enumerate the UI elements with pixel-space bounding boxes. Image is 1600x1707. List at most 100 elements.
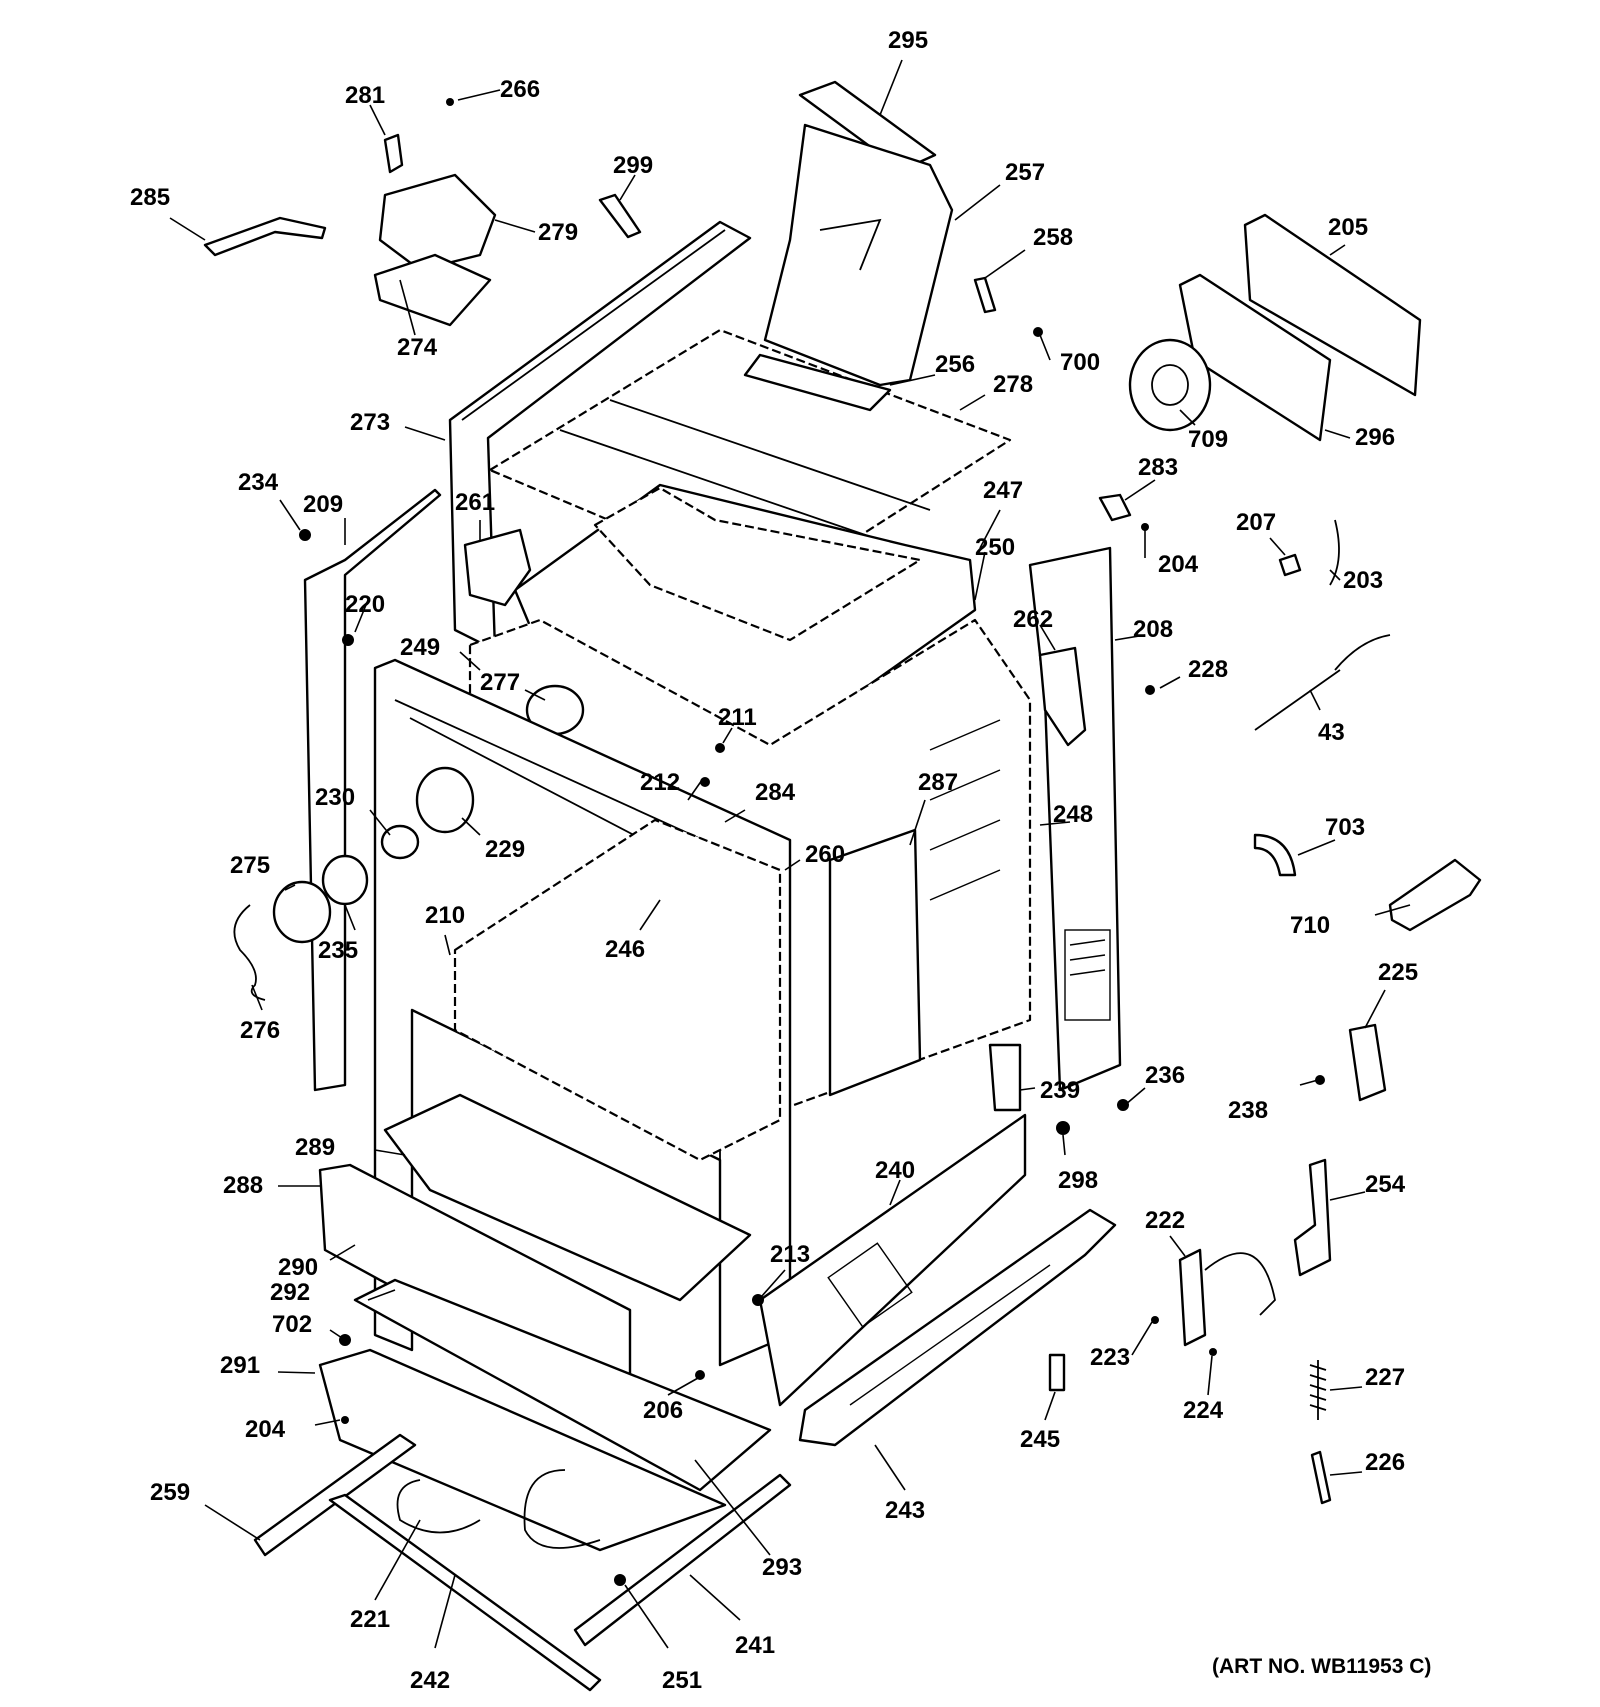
part-204-screw-b (341, 1416, 349, 1424)
callout-210: 210 (425, 902, 465, 929)
part-257-flue-duct (763, 123, 954, 387)
part-236-clip (1117, 1099, 1129, 1111)
part-710-bracket (1388, 858, 1482, 932)
callout-204a: 204 (1158, 551, 1199, 578)
callout-262: 262 (1013, 606, 1053, 633)
part-205-cover (1243, 213, 1422, 397)
callout-258: 258 (1033, 224, 1073, 251)
callout-238: 238 (1228, 1097, 1268, 1124)
callout-250: 250 (975, 534, 1015, 561)
callout-279: 279 (538, 219, 578, 246)
part-223-screw (1151, 1316, 1159, 1324)
part-222-hinge (1178, 1248, 1207, 1347)
callout-234: 234 (238, 469, 279, 496)
callout-245: 245 (1020, 1426, 1060, 1453)
callout-226: 226 (1365, 1449, 1405, 1476)
callout-295: 295 (888, 27, 928, 54)
part-240-back-panel (758, 1113, 1027, 1407)
callout-287: 287 (918, 769, 958, 796)
callout-230: 230 (315, 784, 355, 811)
callout-259: 259 (150, 1479, 190, 1506)
callout-292: 292 (270, 1279, 310, 1306)
callout-289: 289 (295, 1134, 335, 1161)
callout-257: 257 (1005, 159, 1045, 186)
callout-276: 276 (240, 1017, 280, 1044)
callout-227: 227 (1365, 1364, 1405, 1391)
part-275-lens (272, 880, 332, 944)
callout-labels: 295 266 281 299 257 285 279 258 205 274 … (130, 27, 1431, 1694)
part-285-bracket (203, 216, 327, 257)
callout-293: 293 (762, 1554, 802, 1581)
part-292-drawer-bottom (353, 1278, 772, 1492)
callout-221: 221 (350, 1606, 390, 1633)
callout-256: 256 (935, 351, 975, 378)
callout-248: 248 (1053, 801, 1093, 828)
callout-236: 236 (1145, 1062, 1185, 1089)
callout-254: 254 (1365, 1171, 1406, 1198)
callout-299: 299 (613, 152, 653, 179)
part-220-clip (342, 634, 354, 646)
callout-290: 290 (278, 1254, 318, 1281)
part-203-wire (1329, 519, 1340, 586)
callout-203: 203 (1343, 567, 1383, 594)
part-239-bracket (988, 1043, 1022, 1112)
leader-lines (169, 59, 1411, 1649)
callout-275: 275 (230, 852, 270, 879)
part-703-shield (1253, 833, 1297, 877)
part-259-slide-rail (253, 1433, 417, 1557)
callout-204b: 204 (245, 1416, 286, 1443)
callout-702: 702 (272, 1311, 312, 1338)
part-299-pin (598, 193, 642, 239)
callout-274: 274 (397, 334, 438, 361)
callout-266: 266 (500, 76, 540, 103)
part-709-flange (1128, 338, 1212, 432)
part-262-insulation (1038, 646, 1087, 747)
part-287-side-panel (828, 828, 922, 1097)
callout-229: 229 (485, 836, 525, 863)
part-230-socket (380, 824, 420, 860)
part-283-clip (1098, 493, 1132, 522)
callout-241: 241 (735, 1632, 775, 1659)
part-212-clip (700, 777, 710, 787)
part-298-clip (1056, 1121, 1070, 1135)
part-225-bracket (1348, 1023, 1387, 1102)
part-700-clip (1033, 327, 1043, 337)
art-number: (ART NO. WB11953 C) (1212, 1655, 1431, 1678)
part-279-valve (378, 173, 497, 272)
part-247-cutout (593, 486, 922, 642)
callout-283: 283 (1138, 454, 1178, 481)
callout-298: 298 (1058, 1167, 1098, 1194)
part-273-top-panel (448, 220, 752, 652)
part-243-burner-box (798, 1208, 1117, 1447)
part-213-clip (752, 1294, 764, 1306)
callout-260: 260 (805, 841, 845, 868)
callout-243: 243 (885, 1497, 925, 1524)
callout-278: 278 (993, 371, 1033, 398)
part-258-clip (973, 276, 997, 314)
part-702-nut (339, 1334, 351, 1346)
part-43-sensor (1254, 634, 1391, 731)
part-207-connector (1278, 553, 1302, 577)
part-254-hinge (1293, 1158, 1332, 1277)
callout-235: 235 (318, 937, 358, 964)
part-293-drawer-liner (318, 1348, 727, 1552)
callout-700: 700 (1060, 349, 1100, 376)
callout-225: 225 (1378, 959, 1418, 986)
part-276-wire (233, 904, 266, 1001)
callout-223: 223 (1090, 1344, 1130, 1371)
callout-709: 709 (1188, 426, 1228, 453)
callout-220: 220 (345, 591, 385, 618)
callout-261: 261 (455, 489, 495, 516)
callout-710: 710 (1290, 912, 1330, 939)
part-246-door-opening (453, 818, 782, 1162)
callout-288: 288 (223, 1172, 263, 1199)
callout-246: 246 (605, 936, 645, 963)
part-209-left-trim (303, 488, 442, 1092)
callout-205: 205 (1328, 214, 1368, 241)
part-227-spring (1309, 1360, 1327, 1420)
callout-242: 242 (410, 1667, 450, 1694)
callout-251: 251 (662, 1667, 702, 1694)
callout-247: 247 (983, 477, 1023, 504)
callout-703: 703 (1325, 814, 1365, 841)
